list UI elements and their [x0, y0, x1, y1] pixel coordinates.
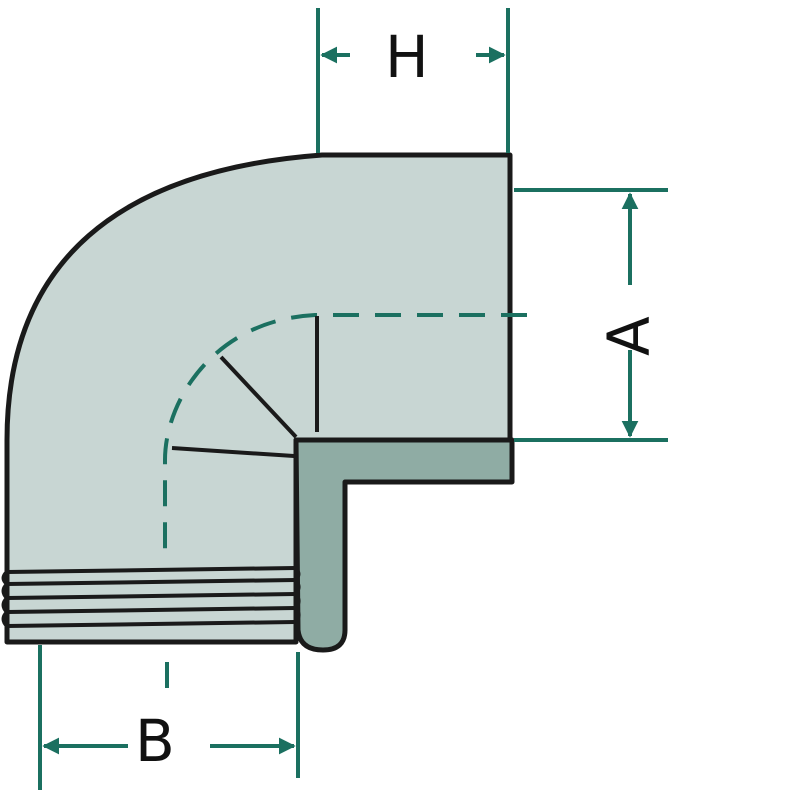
dimension-a-label: A	[595, 316, 663, 356]
dimension-b	[38, 645, 300, 790]
dimension-b-label: B	[135, 707, 175, 775]
centerline-dashed	[163, 313, 527, 555]
cut-section	[293, 437, 515, 653]
dimension-h	[316, 8, 510, 153]
dimension-a	[514, 188, 668, 442]
dimension-h-label: H	[385, 23, 429, 91]
radius-lines	[171, 316, 319, 458]
thread-lines	[1, 566, 301, 628]
